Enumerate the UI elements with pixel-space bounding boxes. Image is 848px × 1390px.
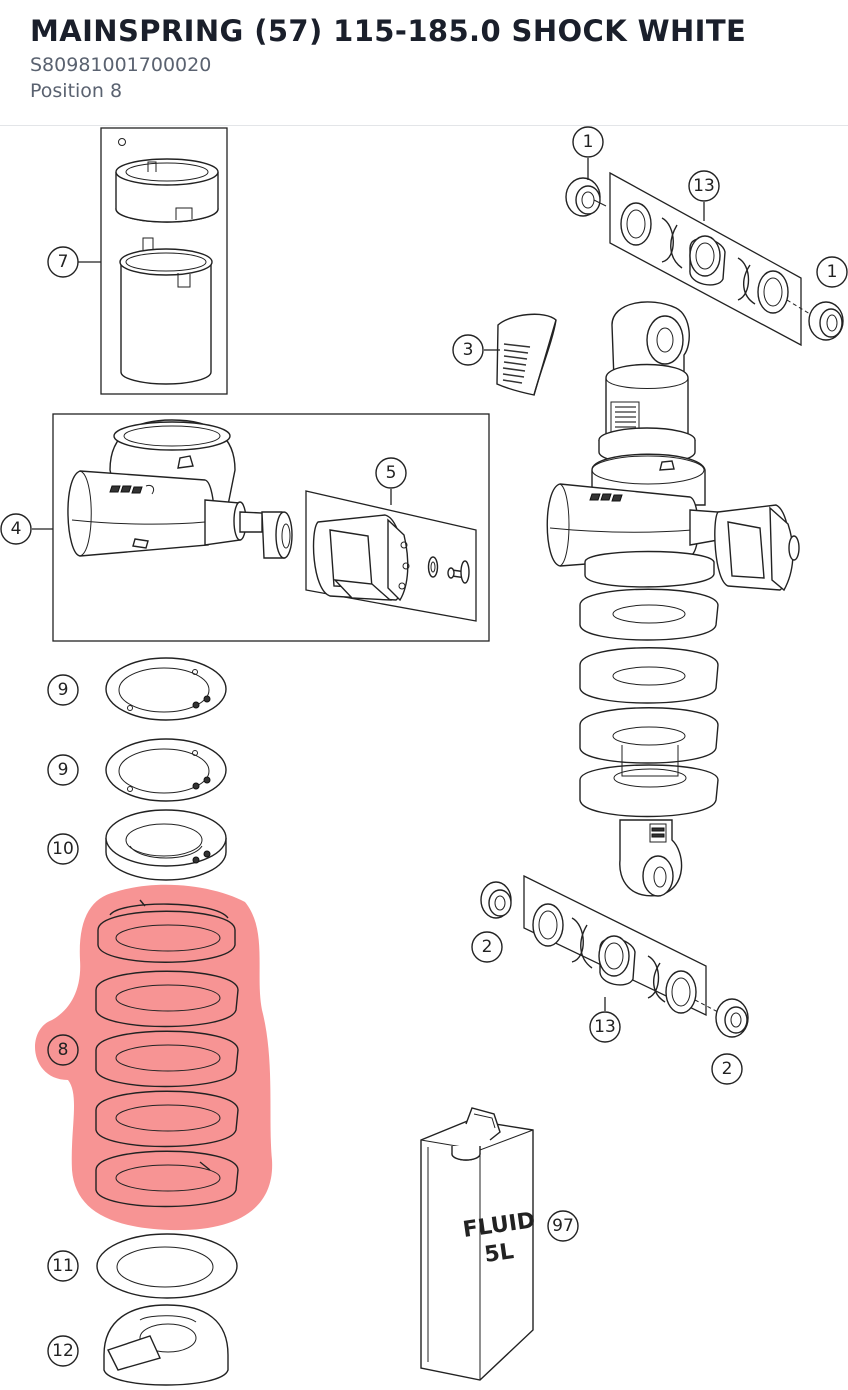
callout-3[interactable]: 3 xyxy=(452,334,484,366)
part-position: Position 8 xyxy=(30,80,123,102)
part-7-sleeves[interactable] xyxy=(100,127,228,395)
callout-7[interactable]: 7 xyxy=(47,246,79,278)
part-2-spherical-bearing-right[interactable] xyxy=(715,998,749,1038)
part-4-adjuster-assembly[interactable] xyxy=(52,413,490,642)
svg-text:10: 10 xyxy=(52,839,74,859)
callout-8-selected[interactable]: 8 xyxy=(47,1034,79,1066)
selected-part-highlight xyxy=(34,884,273,1231)
part-2-spherical-bearing-left[interactable] xyxy=(480,881,512,919)
svg-text:1: 1 xyxy=(827,262,838,282)
callout-9-upper[interactable]: 9 xyxy=(47,674,79,706)
svg-text:4: 4 xyxy=(11,519,22,539)
header: MAINSPRING (57) 115-185.0 SHOCK WHITE S8… xyxy=(0,0,848,126)
svg-text:9: 9 xyxy=(58,760,69,780)
can-label-line2: 5L xyxy=(483,1239,516,1268)
svg-text:7: 7 xyxy=(58,252,69,272)
part-10-spring-seat[interactable] xyxy=(105,809,227,881)
svg-text:9: 9 xyxy=(58,680,69,700)
callout-11[interactable]: 11 xyxy=(47,1250,79,1282)
callout-1-upper-right[interactable]: 1 xyxy=(816,256,848,288)
callout-9-lower[interactable]: 9 xyxy=(47,754,79,786)
part-1-spherical-bearing-left[interactable] xyxy=(565,177,607,217)
exploded-parts-diagram: FLUID 5L 1 1 13 3 7 4 5 9 9 10 8 2 13 2 … xyxy=(0,126,848,1386)
callout-12[interactable]: 12 xyxy=(47,1335,79,1367)
part-12-spring-retainer[interactable] xyxy=(103,1304,229,1386)
svg-text:5: 5 xyxy=(386,463,397,483)
part-1-spherical-bearing-right[interactable] xyxy=(808,301,844,341)
part-13-bushing-kit-upper[interactable] xyxy=(609,171,811,347)
shock-absorber-assembly xyxy=(546,301,800,897)
callout-2-upper[interactable]: 2 xyxy=(471,931,503,963)
callout-13-upper[interactable]: 13 xyxy=(688,170,720,202)
svg-text:13: 13 xyxy=(693,176,715,196)
callout-97[interactable]: 97 xyxy=(547,1210,579,1242)
svg-text:3: 3 xyxy=(463,340,474,360)
leader-lines xyxy=(32,158,705,1011)
part-9-spring-washer-upper[interactable] xyxy=(105,657,227,721)
part-3-label-sticker[interactable] xyxy=(496,313,557,396)
callout-1-upper-left[interactable]: 1 xyxy=(572,126,604,158)
part-13-bushing-kit-lower[interactable] xyxy=(523,874,719,1017)
part-9-spring-washer-lower[interactable] xyxy=(105,738,227,802)
part-11-washer[interactable] xyxy=(96,1233,238,1299)
part-8-mainspring[interactable] xyxy=(95,899,239,1208)
svg-text:1: 1 xyxy=(583,132,594,152)
svg-text:2: 2 xyxy=(482,937,493,957)
part-97-fluid-can[interactable]: FLUID 5L xyxy=(420,1107,537,1381)
shock-spring xyxy=(579,550,719,818)
svg-text:8: 8 xyxy=(58,1040,69,1060)
svg-text:12: 12 xyxy=(52,1341,74,1361)
part-title: MAINSPRING (57) 115-185.0 SHOCK WHITE xyxy=(30,14,747,48)
part-5-adjuster-knob[interactable] xyxy=(305,490,477,622)
part-number: S80981001700020 xyxy=(30,54,212,76)
callout-2-lower[interactable]: 2 xyxy=(711,1053,743,1085)
callout-10[interactable]: 10 xyxy=(47,833,79,865)
svg-text:97: 97 xyxy=(552,1216,574,1236)
svg-text:2: 2 xyxy=(722,1059,733,1079)
callout-5[interactable]: 5 xyxy=(375,457,407,489)
svg-text:11: 11 xyxy=(52,1256,74,1276)
svg-text:13: 13 xyxy=(594,1017,616,1037)
callout-4[interactable]: 4 xyxy=(0,513,32,545)
callout-13-lower[interactable]: 13 xyxy=(589,1011,621,1043)
